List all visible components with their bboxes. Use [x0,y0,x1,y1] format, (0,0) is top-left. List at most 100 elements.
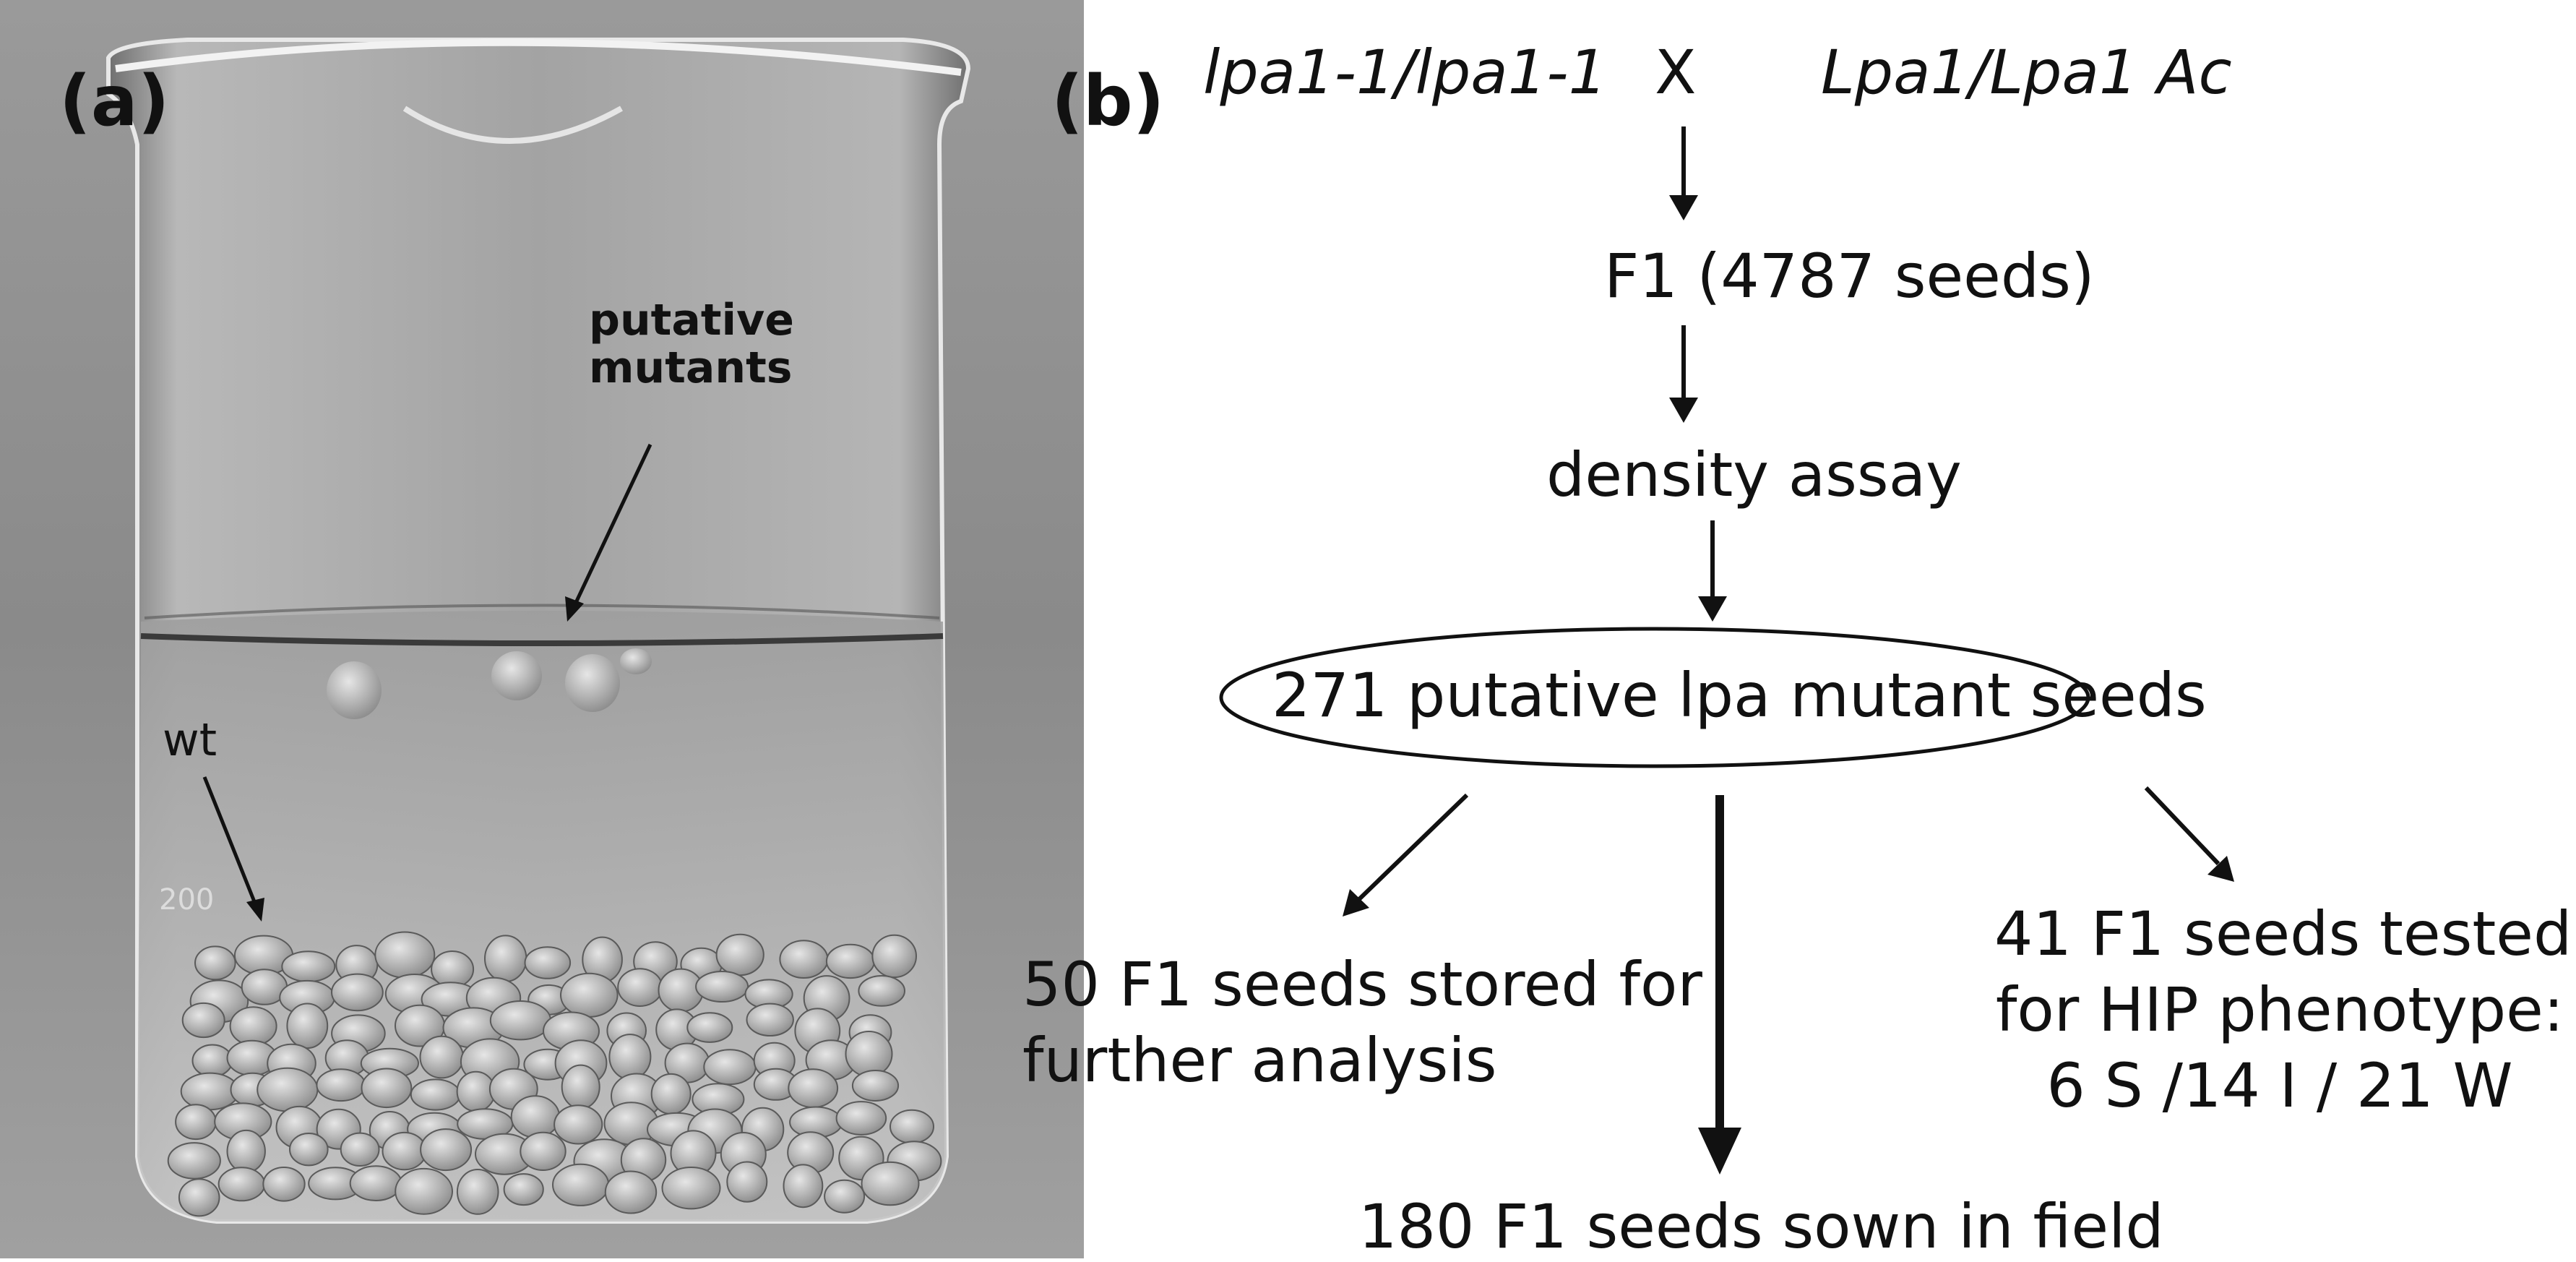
sunk-seed [746,1003,794,1037]
sunk-seed [361,1068,413,1109]
sunk-seed [824,1179,866,1214]
floating-seed [327,661,382,719]
arrowhead-assay-to-putative [1698,596,1727,622]
sunk-seed [419,1035,464,1079]
arrowhead-f1-to-assay [1669,398,1698,423]
tested-seeds-line3: 6 S /14 I / 21 W [2046,1050,2513,1121]
sunk-seed [825,943,875,979]
sunk-seed [695,971,749,1003]
sunk-seed [561,1064,600,1109]
sunk-seed [779,940,829,979]
sunk-seeds-pile [167,931,942,1217]
sunk-seed [489,1000,552,1041]
sunk-seed [858,975,905,1007]
stored-seeds-line2: further analysis [1022,1025,1497,1096]
putative-arrowhead [565,596,584,622]
stored-seeds-line1: 50 F1 seeds stored for [1022,949,1702,1020]
sunk-seed [178,1178,220,1217]
sunk-seed [349,1165,402,1201]
sunk-seed [257,1067,319,1112]
beaker-rim [115,38,962,76]
stored-seeds: 50 F1 seeds stored for further analysis [1022,947,1702,1099]
sunk-seed [871,934,917,979]
wt-label: wt [163,713,217,766]
parent-left: lpa1-1/lpa1-1 [1203,37,1607,108]
sunk-seed [410,1078,461,1111]
floating-seed [620,648,652,674]
wt-arrowhead [246,898,264,922]
sunk-seed [194,945,236,981]
beaker-photo: 200 [0,0,1084,1258]
tested-seeds-line1: 41 F1 seeds tested [1994,898,2572,969]
sunk-seed [395,1167,453,1215]
sunk-seed [340,1132,380,1167]
water-surface [140,633,944,646]
sown-seeds: 180 F1 seeds sown in field [1358,1191,2164,1262]
putative-seeds: 271 putative lpa mutant seeds [1272,660,2207,731]
beaker-mark: 200 [159,883,214,917]
sunk-seed [484,935,527,982]
sunk-seed [608,1034,652,1081]
sunk-seed [835,1101,887,1136]
sunk-seed [524,946,572,979]
panel-a-label: (a) [59,61,170,142]
sunk-seed [715,933,764,976]
tested-seeds: 41 F1 seeds tested for HIP phenotype: 6 … [1994,896,2572,1124]
cross-symbol: X [1655,37,1697,108]
putative-arrow [572,443,652,607]
arrowhead-cross-to-f1 [1669,195,1698,220]
floating-seed [565,654,620,712]
sunk-seed [788,1068,839,1108]
sunk-seed [503,1173,544,1206]
sunk-seed [226,1129,266,1173]
sunk-seed [686,1012,733,1043]
tested-seeds-line2: for HIP phenotype: [1995,974,2564,1045]
sunk-seed [229,1006,277,1047]
sunk-seed [650,1073,692,1115]
arrowhead-to-sown [1698,1128,1741,1175]
parent-right: Lpa1/Lpa1 Ac [1821,37,2232,108]
sunk-seed [661,1167,721,1210]
sunk-seed [262,1167,306,1202]
putative-mutants-label: putative mutants [589,295,794,393]
arrow-to-stored [1356,793,1469,902]
putative-mutants-line2: mutants [589,343,793,393]
sunk-seed [783,1164,824,1209]
sunk-seed [281,950,336,983]
putative-mutants-line1: putative [589,295,794,345]
sunk-seed [845,1031,893,1078]
wt-arrow [202,776,259,908]
sunk-seed [289,1133,329,1167]
sunk-seed [726,1161,768,1203]
sunk-seed [181,1002,225,1039]
sunk-seed [191,1044,233,1078]
beaker-spout [402,106,623,144]
sunk-seed [217,1167,266,1202]
sunk-seed [316,1068,366,1102]
sunk-seed [382,1131,427,1171]
sunk-seed [889,1109,934,1144]
sunk-seed [510,1095,561,1138]
sunk-seed [456,1070,496,1112]
sunk-seed [374,931,436,979]
sunk-seed [167,1142,221,1180]
sunk-seed [604,1170,658,1214]
sunk-seed [553,1104,603,1145]
sunk-seed [180,1072,240,1111]
sunk-seed [456,1169,499,1215]
sunk-seed [420,1128,473,1172]
sunk-seed [617,968,663,1007]
arrowhead-to-stored [1343,889,1369,917]
density-assay: density assay [1546,439,1962,510]
floating-seed [491,651,542,700]
sunk-seed [861,1161,920,1206]
sunk-seed [552,1163,610,1206]
sunk-seed [331,973,384,1012]
panel-b-label: (b) [1051,61,1165,142]
sunk-seed [175,1104,217,1141]
sunk-seed [560,972,619,1018]
sunk-seed [703,1049,757,1086]
sunk-seed [851,1070,900,1102]
sunk-seed [286,1003,329,1049]
sunk-seed [520,1131,567,1172]
